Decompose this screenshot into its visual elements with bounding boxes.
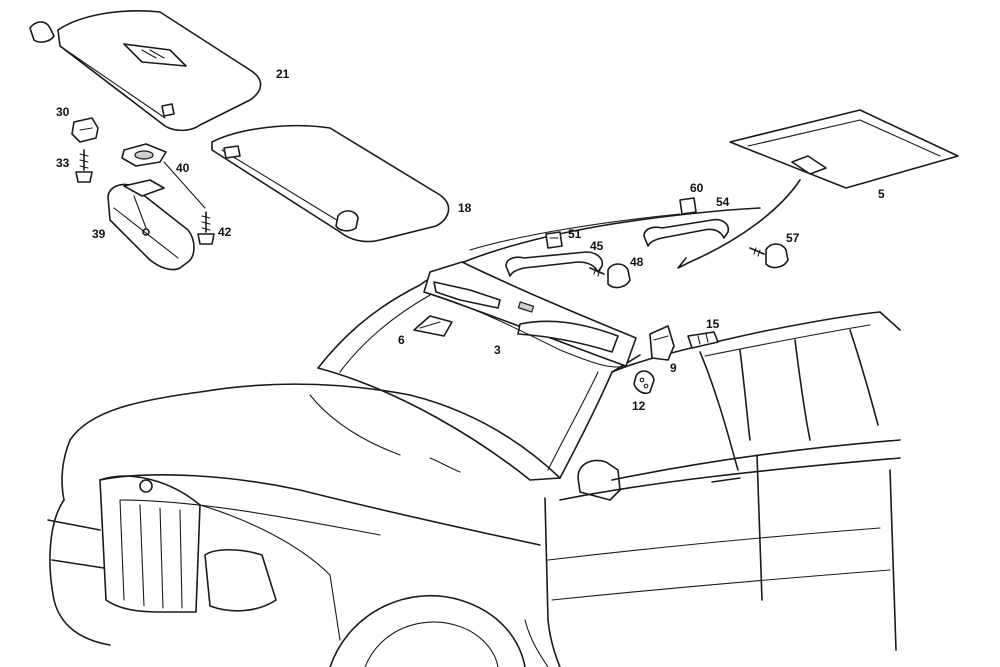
callout-51: 51 bbox=[568, 227, 582, 241]
small-parts-left bbox=[71, 117, 215, 271]
callout-21: 21 bbox=[276, 67, 290, 81]
sun-visor-part-18 bbox=[211, 124, 450, 243]
callout-9: 9 bbox=[670, 361, 677, 375]
callout-33: 33 bbox=[56, 156, 70, 170]
callout-54: 54 bbox=[716, 195, 730, 209]
small-parts-right bbox=[413, 109, 959, 395]
callout-5: 5 bbox=[878, 187, 885, 201]
sun-visor-part-21 bbox=[29, 10, 262, 132]
callout-12: 12 bbox=[632, 399, 646, 413]
callout-48: 48 bbox=[630, 255, 644, 269]
callout-40: 40 bbox=[176, 161, 190, 175]
callout-39: 39 bbox=[92, 227, 106, 241]
callout-15: 15 bbox=[706, 317, 720, 331]
car-body bbox=[47, 284, 901, 667]
callout-60: 60 bbox=[690, 181, 704, 195]
callout-3: 3 bbox=[494, 343, 501, 357]
roof-liner-part-3 bbox=[419, 207, 761, 368]
callout-45: 45 bbox=[590, 239, 604, 253]
callout-57: 57 bbox=[786, 231, 800, 245]
callout-30: 30 bbox=[56, 105, 70, 119]
callout-42: 42 bbox=[218, 225, 232, 239]
callout-18: 18 bbox=[458, 201, 472, 215]
callout-6: 6 bbox=[398, 333, 405, 347]
